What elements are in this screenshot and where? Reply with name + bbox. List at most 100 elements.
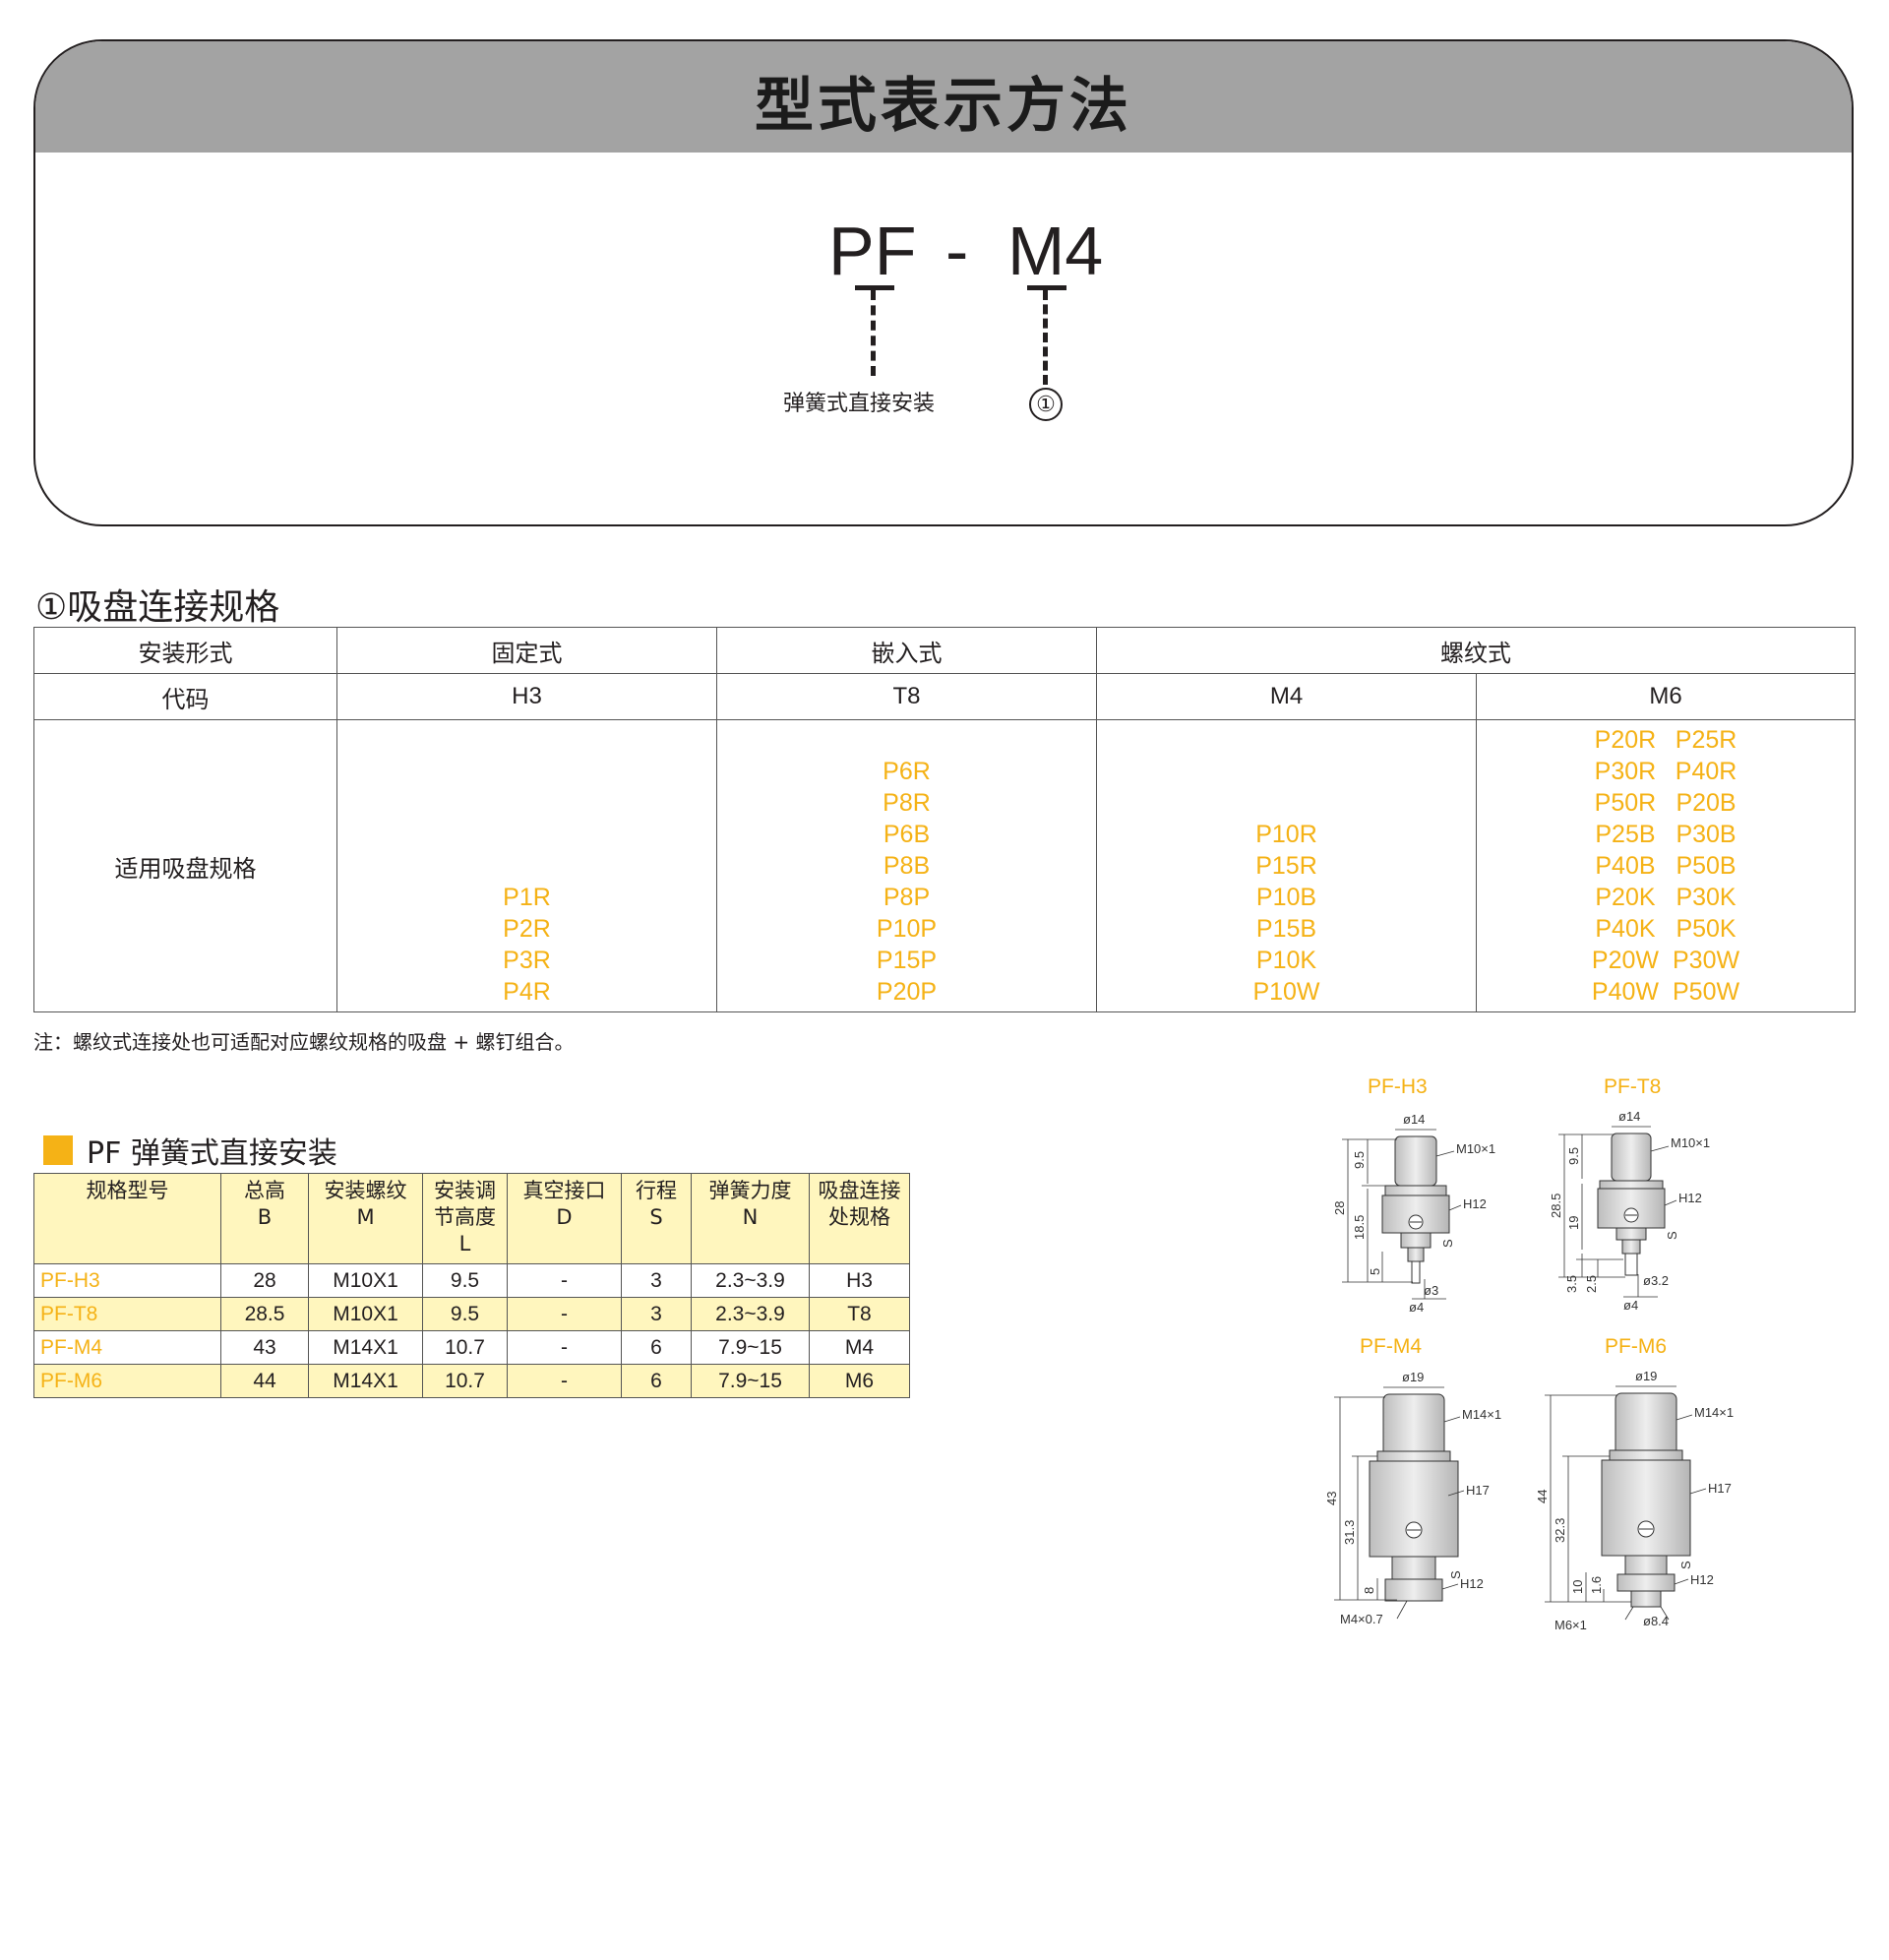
prefix-bracket [855,285,894,290]
svg-text:28.5: 28.5 [1549,1194,1563,1218]
svg-text:ø3: ø3 [1424,1283,1438,1298]
svg-text:18.5: 18.5 [1352,1215,1367,1240]
labels-pf-h3: ø14 M10×1 H12 ø3 ø4 9.5 28 18.5 5 S [1332,1112,1495,1315]
cup-item: P6R [883,758,931,785]
code-suffix: M4 [1007,213,1104,289]
drawing-pf-m4 [1369,1393,1459,1602]
code-m6: M6 [1476,673,1856,720]
svg-text:ø8.4: ø8.4 [1643,1614,1669,1628]
cup-item: P20W [1591,947,1659,974]
svg-text:9.5: 9.5 [1352,1151,1367,1169]
drawing-title-m6: PF-M6 [1605,1335,1667,1358]
cup-item: P15R [1255,852,1317,880]
cups-t8-cell: P6R P8R P6B P8B P8P P10P P15P P20P [716,719,1097,1012]
svg-text:H17: H17 [1708,1481,1732,1496]
col-model: 规格型号 [33,1173,221,1264]
cup-item: P10P [876,915,938,943]
code-m4: M4 [1096,673,1477,720]
cups-label: 适用吸盘规格 [33,719,337,1012]
dims-pf-m4 [1334,1386,1465,1620]
cup-item: P10W [1252,978,1320,1006]
svg-text:32.3: 32.3 [1553,1518,1567,1543]
drawing-title-h3: PF-H3 [1368,1075,1428,1098]
svg-text:S: S [1448,1570,1463,1579]
svg-text:H12: H12 [1463,1196,1487,1211]
mount-threaded: 螺纹式 [1096,627,1856,674]
panel-header: 型式表示方法 [35,41,1852,153]
cup-item: P40R [1675,758,1737,785]
cups-h3-cell: P1R P2R P3R P4R [336,719,717,1012]
svg-text:H12: H12 [1690,1572,1714,1587]
cups-m4-cell: P10R P15R P10B P15B P10K P10W [1096,719,1477,1012]
cup-item: P30B [1676,821,1737,848]
svg-text:28: 28 [1332,1201,1347,1215]
svg-text:ø19: ø19 [1635,1369,1657,1383]
drawing-title-t8: PF-T8 [1604,1075,1662,1098]
svg-text:M4×0.7: M4×0.7 [1340,1612,1383,1626]
svg-text:M10×1: M10×1 [1671,1135,1710,1150]
cup-item: P1R [503,884,551,911]
cup-item: P30K [1676,884,1737,911]
cup-item: P20R [1594,726,1657,754]
spec-row-code: 代码 H3 T8 M4 M6 [33,673,1856,720]
pf-heading-text: PF 弹簧式直接安装 [87,1136,337,1171]
dims-pf-h3 [1342,1129,1462,1300]
code-t8: T8 [716,673,1097,720]
svg-text:S: S [1678,1561,1693,1569]
svg-text:1.6: 1.6 [1589,1576,1604,1594]
svg-text:ø14: ø14 [1618,1109,1640,1124]
table-row: PF-M6 44 M14X1 10.7 - 6 7.9~15 M6 [33,1364,910,1398]
svg-text:2.5: 2.5 [1584,1275,1599,1293]
svg-text:ø4: ø4 [1623,1298,1638,1313]
svg-text:44: 44 [1535,1490,1550,1503]
dims-pf-m6 [1545,1385,1707,1621]
svg-text:10: 10 [1570,1580,1585,1594]
spec-note: 注：螺纹式连接处也可适配对应螺纹规格的吸盘 + 螺钉组合。 [33,1030,575,1054]
svg-text:3.5: 3.5 [1564,1275,1579,1293]
drawing-pf-h3 [1381,1135,1450,1284]
prefix-label: 弹簧式直接安装 [783,392,936,416]
svg-text:ø14: ø14 [1403,1112,1425,1127]
cup-item: P40K [1595,915,1656,943]
cup-item: P15B [1255,915,1317,943]
cup-item: P8B [883,852,931,880]
cup-item: P50W [1673,978,1740,1006]
drawing-title-m4: PF-M4 [1360,1335,1422,1358]
code-label: 代码 [33,673,337,720]
cup-item: P25B [1595,821,1656,848]
panel-title: 型式表示方法 [755,72,1132,141]
drawing-pf-t8 [1597,1133,1666,1276]
svg-text:H12: H12 [1460,1576,1484,1591]
svg-text:S: S [1665,1231,1679,1240]
labels-pf-m6: ø19 M14×1 H17 H12 M6×1 ø8.4 44 32.3 10 1… [1535,1369,1734,1632]
svg-text:ø4: ø4 [1409,1300,1424,1315]
prefix-leader-line [871,290,876,376]
code-dash: - [945,213,969,289]
mount-embedded: 嵌入式 [716,627,1097,674]
svg-text:S: S [1440,1239,1455,1248]
svg-text:ø19: ø19 [1402,1370,1424,1384]
mount-fixed: 固定式 [336,627,717,674]
spec-row-cups: 适用吸盘规格 P1R P2R P3R P4R P6R P8R P6B P8B P… [33,719,1856,1012]
cup-item: P20K [1595,884,1656,911]
cup-item: P40B [1595,852,1656,880]
cup-item: P10R [1255,821,1317,848]
cup-item: P3R [503,947,551,974]
svg-text:ø3.2: ø3.2 [1643,1273,1669,1288]
cup-item: P20P [876,978,938,1006]
svg-text:9.5: 9.5 [1566,1147,1581,1165]
labels-pf-t8: ø14 M10×1 H12 ø3.2 ø4 9.5 28.5 19 3.5 2.… [1549,1109,1710,1313]
cup-item: P10K [1255,947,1317,974]
cup-item: P8P [883,884,931,911]
svg-text:M14×1: M14×1 [1694,1405,1734,1420]
cup-item: P30W [1673,947,1740,974]
section-marker-icon [43,1135,73,1165]
svg-text:H17: H17 [1466,1483,1490,1498]
svg-text:5: 5 [1368,1268,1382,1275]
